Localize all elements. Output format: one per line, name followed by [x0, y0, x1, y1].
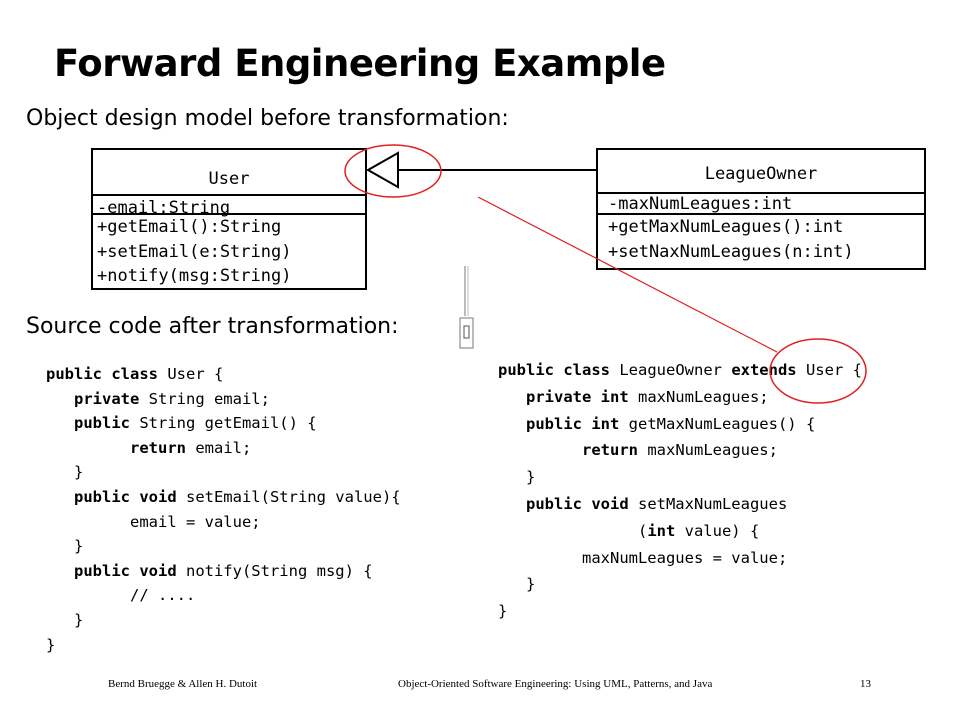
code-keyword: public void [526, 494, 638, 513]
uml-operation: +getMaxNumLeagues():int [608, 217, 844, 237]
code-line: } [46, 460, 401, 485]
code-line: return email; [46, 436, 401, 461]
code-line: } [498, 464, 862, 491]
uml-operation: +setEmail(e:String) [97, 241, 292, 262]
code-text: } [498, 602, 508, 621]
code-line: } [498, 571, 862, 598]
code-text: String email; [148, 389, 270, 408]
code-keyword: return [130, 438, 196, 457]
code-text [498, 415, 526, 433]
code-text [46, 488, 74, 506]
footer-book-title: Object-Oriented Software Engineering: Us… [398, 678, 713, 690]
code-text: LeagueOwner [619, 361, 732, 379]
code-text: } [46, 537, 84, 556]
uml-class-name: LeagueOwner [704, 164, 818, 184]
code-line: return maxNumLeagues; [498, 437, 862, 464]
model-subtitle: Object design model before transformatio… [26, 106, 509, 131]
code-line: private int maxNumLeagues; [498, 384, 862, 411]
code-text [46, 562, 74, 580]
code-keyword: public void [74, 561, 186, 580]
code-keyword: private [74, 389, 149, 408]
code-block-user: public class User { private String email… [46, 362, 401, 657]
code-line: public String getEmail() { [46, 411, 401, 436]
code-line: } [498, 598, 862, 625]
code-keyword: public class [46, 365, 168, 383]
code-text: getMaxNumLeagues() { [628, 414, 816, 433]
code-text: setEmail(String value){ [185, 487, 401, 506]
uml-class-name: User [208, 169, 250, 189]
code-keyword: public [74, 414, 140, 433]
code-line: public class LeagueOwner extends User { [498, 357, 862, 384]
code-line: maxNumLeagues = value; [498, 545, 862, 572]
code-line: } [46, 608, 401, 633]
code-text: } [498, 468, 536, 487]
code-text: email; [195, 438, 252, 457]
code-keyword: public class [498, 361, 620, 379]
code-text: } [46, 635, 56, 654]
uml-operation: +setNaxNumLeagues(n:int) [608, 241, 854, 262]
uml-attributes: -email:String [93, 194, 365, 218]
code-text: // .... [46, 586, 196, 605]
code-text: ( [498, 521, 648, 540]
code-line: email = value; [46, 510, 401, 535]
code-keyword: extends [731, 361, 806, 379]
embedded-object-icon [459, 266, 474, 349]
uml-operations: +getMaxNumLeagues():int +setNaxNumLeague… [598, 215, 924, 264]
code-text: setMaxNumLeagues [637, 494, 788, 513]
code-keyword: public int [526, 414, 629, 433]
code-text: email = value; [46, 512, 261, 531]
code-line: public void notify(String msg) { [46, 559, 401, 584]
footer-authors: Bernd Bruegge & Allen H. Dutoit [108, 678, 258, 690]
code-text: User { [167, 365, 224, 383]
code-keyword: return [582, 441, 648, 460]
uml-class-league-owner: LeagueOwner -maxNumLeagues:int +getMaxNu… [596, 148, 926, 270]
uml-operations: +getEmail():String +setEmail(e:String) +… [93, 215, 365, 289]
code-text: maxNumLeagues; [647, 441, 778, 460]
code-line: public class User { [46, 362, 401, 387]
code-text: } [498, 575, 536, 594]
code-block-league-owner: public class LeagueOwner extends User { … [498, 357, 862, 625]
code-keyword: private int [526, 387, 638, 406]
code-line: public int getMaxNumLeagues() { [498, 411, 862, 438]
code-text: } [46, 610, 84, 629]
code-text: String getEmail() { [139, 414, 317, 433]
code-text: value) { [684, 521, 760, 540]
generalization-arrowhead [365, 151, 399, 189]
code-line: public void setMaxNumLeagues [498, 491, 862, 518]
code-keyword: int [647, 521, 685, 540]
code-line: public void setEmail(String value){ [46, 485, 401, 510]
code-line: } [46, 534, 401, 559]
code-text [498, 388, 526, 406]
code-text: maxNumLeagues = value; [498, 548, 788, 567]
uml-attribute: -maxNumLeagues:int [608, 194, 793, 214]
code-line: // .... [46, 583, 401, 608]
code-text: } [46, 463, 84, 482]
code-text: User { [805, 361, 862, 379]
code-text [498, 495, 526, 513]
uml-operation: +notify(msg:String) [97, 266, 292, 286]
uml-class-user: User -email:String +getEmail():String +s… [91, 148, 367, 290]
code-line: } [46, 633, 401, 658]
code-text [46, 390, 74, 408]
slide-title: Forward Engineering Example [54, 42, 666, 85]
code-text [46, 414, 74, 432]
uml-attributes: -maxNumLeagues:int [598, 192, 924, 215]
code-line: private String email; [46, 387, 401, 412]
code-text: notify(String msg) { [185, 561, 373, 580]
code-keyword: public void [74, 487, 186, 506]
code-subtitle: Source code after transformation: [26, 314, 399, 339]
footer-page-number: 13 [860, 678, 871, 690]
code-text [46, 439, 130, 457]
code-text [498, 441, 582, 459]
code-text: maxNumLeagues; [637, 387, 769, 406]
code-line: (int value) { [498, 518, 862, 545]
uml-attribute: -email:String [97, 198, 231, 218]
uml-operation: +getEmail():String [97, 217, 282, 237]
